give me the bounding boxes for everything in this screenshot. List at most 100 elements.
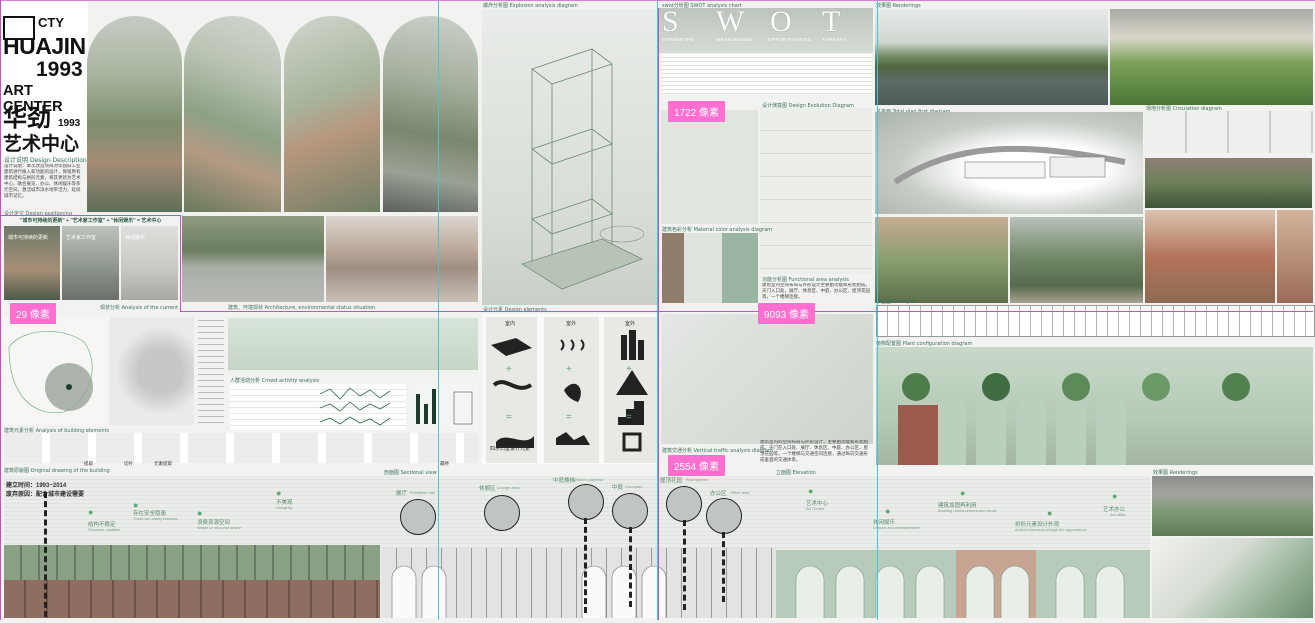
- dash-line-3: [629, 527, 632, 607]
- measure-badge-2: 29 像素: [10, 303, 56, 324]
- site-plan-drawing: [893, 145, 1126, 185]
- measure-box: [0, 215, 180, 216]
- arch-env-heading: 建筑、环境现状 Architecture, environmental stat…: [228, 305, 376, 311]
- bottom-rendering-2: [1152, 538, 1313, 618]
- design-desc-body: 设计说明：本次改造项目对华劲旧工业建筑进行植入新功能的设计，保留原有建筑结构与拱…: [4, 164, 81, 199]
- swot-s: S: [662, 5, 679, 38]
- swot-opportunities: OPPORTUNITIES: [768, 38, 811, 43]
- label-courtyard-cn: 中庭: [612, 485, 624, 491]
- ruined-building-lower: [4, 580, 380, 618]
- positioning-card-3: 休闲娱乐: [121, 226, 178, 300]
- ground-heading: 场地分析图 Circulation diagram: [1146, 106, 1222, 112]
- section-circle-1: [400, 499, 436, 535]
- swot-text-area: [662, 54, 872, 94]
- design-evolution-diagram: [760, 108, 872, 274]
- svg-text:+: +: [626, 364, 632, 375]
- interior-rendering-7: [1277, 210, 1313, 303]
- street-elevation-strip: [228, 318, 478, 370]
- original-heading: 建筑原貌图 Original drawing of the building: [4, 468, 110, 474]
- location-map-drawing: [8, 331, 93, 414]
- title-sub: ART CENTER: [3, 83, 63, 115]
- location-map: [4, 317, 108, 425]
- measure-line-left-v: [0, 0, 1, 620]
- label-reinforce-en: Building reinforcement and reuse: [938, 508, 997, 513]
- measure-badge-3: 9093 像素: [758, 303, 816, 324]
- building-elements-heading: 建筑元素分析 Analysis of building elements: [4, 428, 110, 434]
- positioning-card-1: 城市可持续的更新: [4, 226, 60, 300]
- site-plan: [875, 112, 1143, 214]
- label-lounge-cn: 休憩区: [479, 486, 496, 492]
- label-artoffice-en: Art office: [1110, 512, 1126, 517]
- label-unsightly-en: Unsightly: [276, 505, 293, 510]
- pin-left-1: ●: [88, 507, 94, 517]
- design-desc-heading: 设计说明 Design Description: [4, 157, 87, 164]
- floor-plan-drawing: [876, 305, 1315, 337]
- building-elements-strip: [4, 433, 478, 463]
- measure-line-mid-v: [658, 8, 659, 620]
- label-structure-cn: 结构不稳定: [88, 522, 116, 528]
- label-artcenter-cn: 艺术中心: [806, 501, 829, 507]
- dash-line-4: [683, 520, 686, 610]
- pin-right-4: ●: [1047, 508, 1053, 518]
- title-main: HUAJIN: [3, 33, 86, 59]
- swot-t: T: [822, 5, 841, 38]
- interior-rendering-2: [326, 216, 478, 302]
- label-courtyard-en: Courtyard: [625, 484, 643, 489]
- label-lounge-en: Lounge area: [497, 485, 520, 490]
- material-board: [662, 233, 758, 303]
- arch-rendering-3: [284, 16, 380, 212]
- renderings-heading: 效果图 Renderings: [876, 3, 921, 9]
- arch-rendering-2: [184, 16, 281, 212]
- bar-mini-chart-drawing: [416, 389, 473, 425]
- building-step-4: 最终: [440, 461, 449, 466]
- design-evolution-heading: 设计演变图 Design Evolution Diagram: [762, 103, 854, 109]
- label-leisure-en: Leisure and entertainment: [873, 525, 920, 530]
- label-structure-en: Structure unstable: [88, 527, 121, 532]
- label-exhibition-cn: 展厅: [396, 491, 408, 497]
- measure-box-v: [180, 215, 181, 312]
- label-safety-en: There are safety hazards: [133, 516, 178, 521]
- elevation-heading: 立面图 Elevation: [776, 470, 816, 476]
- crowd-chart-drawing: [319, 387, 391, 426]
- bottom-rendering-1: [1152, 476, 1313, 536]
- design-col-outdoor-2-label: 室外: [625, 321, 636, 327]
- svg-text:+: +: [506, 364, 512, 375]
- crowd-heading: 人群活动分析 Crowd activity analysis: [230, 378, 320, 384]
- swot-heading: swot分析图 SWOT analysis chart: [662, 3, 742, 9]
- section-arches: [391, 565, 667, 618]
- pin-left-3: ●: [197, 508, 203, 518]
- design-col-outdoor-1-label: 室外: [566, 321, 577, 327]
- interior-rendering-3: [1145, 158, 1312, 208]
- label-office-en: Office area: [730, 490, 750, 495]
- svg-text:+: +: [566, 364, 572, 375]
- plant-arches: [898, 373, 1250, 465]
- pin-right-2: ●: [885, 506, 891, 516]
- label-arched-cn: 拱形元素设计外观: [1015, 522, 1060, 528]
- pin-right-5: ●: [1112, 491, 1118, 501]
- river-rendering: [875, 9, 1108, 105]
- title-cty: CTY: [38, 15, 64, 30]
- arch-rendering-4: [383, 16, 478, 212]
- functional-text: 建筑室内空间布局与外形设计主要由功能和形式组成，天门入口处，展厅、休息区、中庭、…: [762, 283, 870, 300]
- vertical-heading: 建筑交通分析 Vertical traffic analysis diagram: [662, 448, 773, 454]
- positioning-slogan: "城市可持续的更新" + "艺术家工作室" + "休闲娱乐" = 艺术中心: [20, 218, 162, 224]
- label-safety-cn: 存在安全隐患: [133, 511, 167, 517]
- measure-badge-4: 2554 像素: [668, 455, 726, 476]
- guide-cyan-3: [877, 0, 878, 620]
- interior-rendering-4: [875, 217, 1008, 303]
- swot-weaknesses: WEAKNESSES: [716, 38, 753, 43]
- design-element-icons: += += +=: [491, 330, 648, 452]
- interior-rendering-6: [1145, 210, 1275, 303]
- svg-text:=: =: [566, 412, 572, 423]
- design-col-indoor-label: 室内: [505, 321, 516, 327]
- current-heading: 现状分析 Analysis of the current: [100, 305, 179, 311]
- label-waste-en: Waste of resource space: [197, 525, 242, 530]
- title-cn1: 华劲: [3, 104, 51, 132]
- title-year: 1993: [36, 58, 83, 81]
- plant-heading: 植物配置图 Plant configuration diagram: [876, 341, 973, 347]
- swot-o: O: [770, 5, 792, 38]
- building-step-1: 提取: [84, 461, 93, 466]
- explosion-drawing: [521, 48, 645, 290]
- section-circle-5: [666, 486, 702, 522]
- measure-badge-1: 1722 像素: [668, 101, 726, 122]
